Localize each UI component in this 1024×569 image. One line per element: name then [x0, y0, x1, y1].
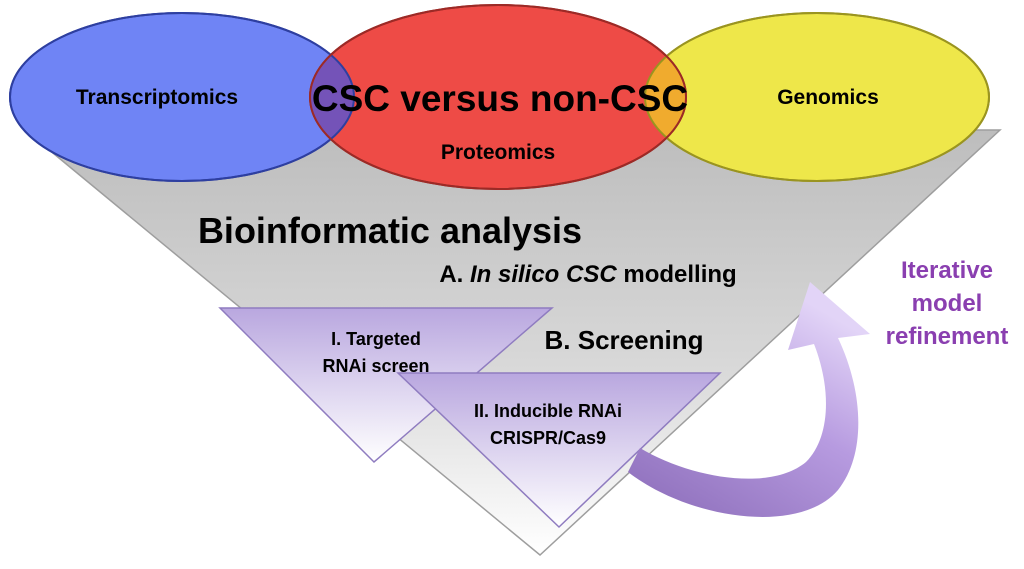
transcriptomics-outline [9, 12, 355, 182]
targeted-screen-line2: RNAi screen [322, 356, 429, 376]
genomics-outline [644, 12, 990, 182]
proteomics-outline [309, 4, 687, 190]
refinement-line1: Iterative [901, 257, 993, 284]
inducible-screen-line1: II. Inducible RNAi [474, 401, 622, 421]
step-a-suffix: modelling [617, 261, 737, 288]
refinement-line3: refinement [886, 323, 1009, 350]
step-a-prefix: A. [439, 261, 470, 288]
step-a-italic: In silico CSC [470, 261, 617, 288]
bioinformatic-heading: Bioinformatic analysis [198, 210, 582, 251]
inducible-screen-line2: CRISPR/Cas9 [490, 428, 606, 448]
step-b-label: B. Screening [545, 325, 704, 355]
refinement-line2: model [912, 290, 983, 317]
genomics-label: Genomics [777, 86, 879, 109]
refinement-arrow [628, 282, 870, 517]
csc-comparison-label: CSC versus non-CSC [312, 78, 688, 119]
proteomics-label: Proteomics [441, 141, 555, 164]
transcriptomics-label: Transcriptomics [76, 86, 238, 109]
targeted-screen-line1: I. Targeted [331, 329, 421, 349]
step-a-label: A. In silico CSC modelling [439, 261, 736, 288]
